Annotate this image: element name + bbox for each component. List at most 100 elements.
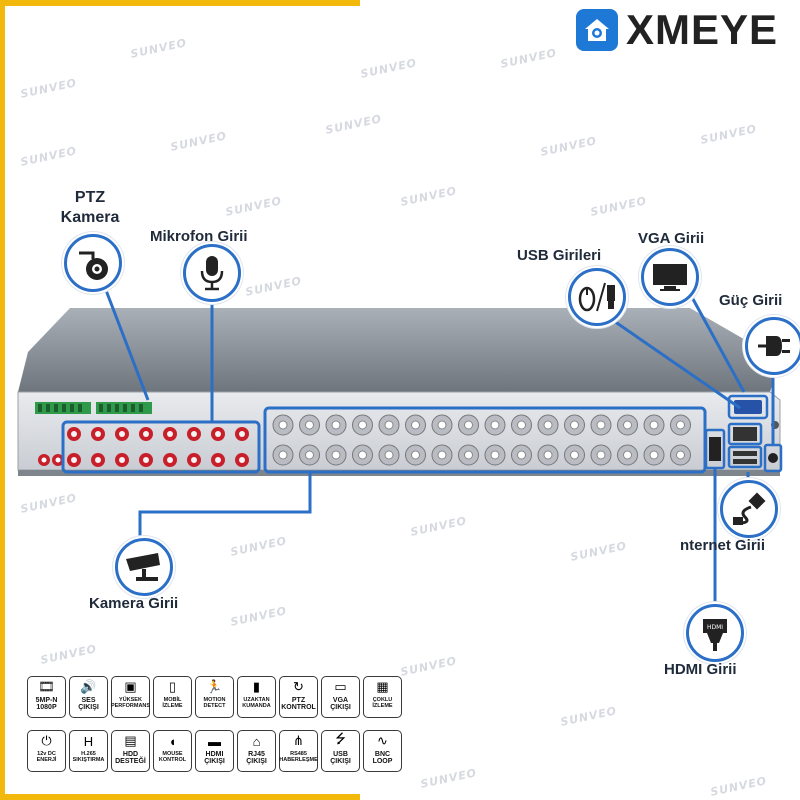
- feature-badge: 🔊SES ÇIKIŞI: [69, 676, 108, 718]
- rs485-icon: ⋔: [280, 731, 317, 751]
- bnc-port-center: [359, 451, 367, 459]
- bnc-port-center: [544, 421, 552, 429]
- microphone-callout: [183, 244, 241, 302]
- mouse-usb-icon: [575, 279, 619, 315]
- bnc-port-center: [465, 451, 473, 459]
- camera-callout: [115, 538, 173, 596]
- rca-port-center: [167, 431, 173, 437]
- bnc-port-center: [332, 451, 340, 459]
- svg-text:HDMI: HDMI: [707, 624, 723, 631]
- bnc-port-center: [650, 421, 658, 429]
- feature-badge: ↻PTZ KONTROL: [279, 676, 318, 718]
- usb-port-1: [733, 451, 757, 456]
- rca-port-center: [215, 457, 221, 463]
- bnc-port-center: [438, 451, 446, 459]
- usb-port-2: [733, 459, 757, 464]
- bnc-port-center: [650, 451, 658, 459]
- bnc-loop-icon: ∿: [364, 731, 401, 751]
- bnc-port-center: [624, 421, 632, 429]
- rca-port-center: [215, 431, 221, 437]
- feature-badge: 🏃MOTION DETECT: [195, 676, 234, 718]
- internet-label: nternet Giri i: [680, 537, 765, 554]
- vga-callout: [641, 248, 699, 306]
- bnc-port-center: [518, 421, 526, 429]
- feature-label: H.265 SIKIŞTIRMA: [72, 751, 106, 763]
- motion-icon: 🏃: [196, 677, 233, 697]
- feature-label: MOBİL İZLEME: [161, 697, 183, 709]
- power-label: Güç Giri i: [719, 292, 782, 309]
- rca-port-center: [167, 457, 173, 463]
- feature-badge: ⏻12v DC ENERJİ: [27, 730, 66, 772]
- hdmi-port: [709, 437, 721, 461]
- feature-badge: HH.265 SIKIŞTIRMA: [69, 730, 108, 772]
- rca-port-center: [191, 431, 197, 437]
- h265-icon: H: [70, 731, 107, 751]
- feature-label: PTZ KONTROL: [280, 697, 317, 711]
- feature-badge: ▦ÇOKLU İZLEME: [363, 676, 402, 718]
- feature-label: UZAKTAN KUMANDA: [241, 697, 271, 709]
- feature-badge: ▤HDD DESTEĞİ: [111, 730, 150, 772]
- feature-label: MOTION DETECT: [203, 697, 227, 709]
- rca-port-center: [71, 457, 77, 463]
- feature-badge: ⋔RS485 HABERLEŞME: [279, 730, 318, 772]
- bnc-port-center: [279, 421, 287, 429]
- power-callout: [745, 317, 800, 375]
- feature-label: USB ÇIKIŞI: [329, 751, 352, 765]
- ptz-dome-camera-icon: [73, 243, 113, 283]
- internet-callout: [720, 480, 778, 538]
- rca-port-center: [239, 431, 245, 437]
- camera-label: Kamera Giri i: [89, 595, 178, 612]
- feature-badge: 🎞5MP-N 1080P: [27, 676, 66, 718]
- multi-view-icon: ▦: [364, 677, 401, 697]
- bnc-port-center: [677, 421, 685, 429]
- usb-icon: ⭍: [322, 731, 359, 751]
- bnc-port-center: [465, 421, 473, 429]
- hdmi-icon: ▬: [196, 731, 233, 751]
- bnc-port-center: [491, 421, 499, 429]
- feature-badge: ▯MOBİL İZLEME: [153, 676, 192, 718]
- rca-port-center: [143, 457, 149, 463]
- speaker-icon: 🔊: [70, 677, 107, 697]
- hdmi-label: HDMI Giri i: [664, 661, 737, 678]
- ptz-camera-callout: [64, 234, 122, 292]
- rca-port-center: [95, 431, 101, 437]
- bnc-port-center: [544, 451, 552, 459]
- rca-port-center: [95, 457, 101, 463]
- feature-label: SES ÇIKIŞI: [77, 697, 100, 711]
- bnc-port-center: [677, 451, 685, 459]
- vga-icon: ▭: [322, 677, 359, 697]
- rca-port-center: [119, 457, 125, 463]
- rj45-port: [733, 427, 757, 441]
- bnc-port-center: [597, 421, 605, 429]
- bnc-port-center: [571, 421, 579, 429]
- feature-badge: ▭VGA ÇIKIŞI: [321, 676, 360, 718]
- rca-port-center: [143, 431, 149, 437]
- rj45-icon: ⌂: [238, 731, 275, 751]
- bnc-port-center: [518, 451, 526, 459]
- feature-label: ÇOKLU İZLEME: [371, 697, 393, 709]
- remote-icon: ▮: [238, 677, 275, 697]
- ethernet-cable-icon: [729, 489, 769, 529]
- power-plug-icon: ⏻: [28, 731, 65, 751]
- rca-port-center: [191, 457, 197, 463]
- feature-label: HDMI ÇIKIŞI: [203, 751, 226, 765]
- mobile-icon: ▯: [154, 677, 191, 697]
- chip-icon: ▣: [112, 677, 149, 697]
- bnc-port-center: [332, 421, 340, 429]
- feature-label: RS485 HABERLEŞME: [278, 751, 319, 763]
- feature-badge: ◖MOUSE KONTROL: [153, 730, 192, 772]
- bnc-port-center: [385, 451, 393, 459]
- ptz-control-icon: ↻: [280, 677, 317, 697]
- feature-label: 5MP-N 1080P: [35, 697, 59, 711]
- dvr-top-cover: [18, 308, 780, 392]
- microphone-label: Mikrofon Giri i: [150, 228, 248, 245]
- microphone-icon: [197, 253, 227, 293]
- feature-label: RJ45 ÇIKIŞI: [245, 751, 268, 765]
- hdmi-cable-icon: HDMI: [697, 613, 733, 653]
- feature-label: BNC LOOP: [372, 751, 394, 765]
- usb-callout: [568, 268, 626, 326]
- feature-label: YÜKSEK PERFORMANS: [110, 697, 151, 709]
- bnc-port-center: [597, 451, 605, 459]
- bnc-port-center: [359, 421, 367, 429]
- feature-label: MOUSE KONTROL: [158, 751, 187, 763]
